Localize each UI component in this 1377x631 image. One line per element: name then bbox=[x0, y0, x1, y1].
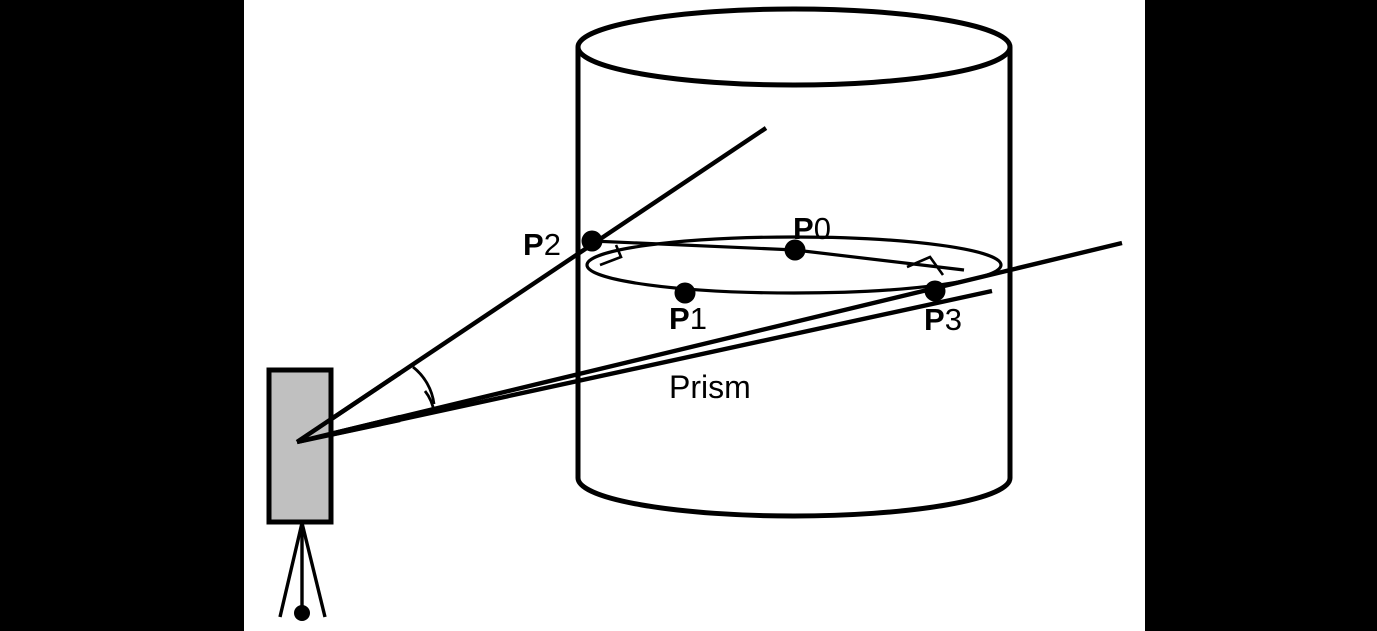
angle-arc-inner bbox=[423, 390, 436, 413]
tripod-leg-left bbox=[278, 522, 304, 618]
tripod-ground-point-dot bbox=[294, 605, 310, 621]
label-p1: P1 bbox=[669, 301, 707, 336]
cylinder-top-ellipse bbox=[575, 6, 1013, 88]
label-p0-letter: P bbox=[793, 211, 814, 246]
point-labels: P2 P0 P1 P3 bbox=[523, 211, 962, 337]
label-p2: P2 bbox=[523, 227, 561, 262]
sight-line-middle bbox=[296, 288, 993, 445]
tripod-leg-right bbox=[300, 522, 327, 618]
label-p0-index: 0 bbox=[814, 211, 831, 246]
cylinder-prism bbox=[575, 6, 1013, 519]
chord-p2-p0 bbox=[591, 239, 796, 252]
right-letterbox-band bbox=[1145, 0, 1377, 631]
label-p1-letter: P bbox=[669, 301, 690, 336]
prism-label: Prism bbox=[669, 369, 751, 405]
measured-points bbox=[581, 230, 946, 304]
label-p3-letter: P bbox=[924, 302, 945, 337]
angle-arcs bbox=[412, 365, 436, 413]
station-origin-ray-lower bbox=[296, 414, 401, 445]
point-p3-dot[interactable] bbox=[924, 280, 946, 302]
right-angle-marker-p3 bbox=[906, 255, 945, 276]
station-origin bbox=[295, 371, 402, 445]
label-p2-letter: P bbox=[523, 227, 544, 262]
station-origin-ray-upper bbox=[295, 371, 402, 444]
right-angle-markers bbox=[599, 244, 945, 276]
label-p3-index: 3 bbox=[945, 302, 962, 337]
label-p1-index: 1 bbox=[690, 301, 707, 336]
figure-background bbox=[244, 0, 1145, 631]
point-p2-dot[interactable] bbox=[581, 230, 603, 252]
total-station-body[interactable] bbox=[266, 367, 334, 525]
left-letterbox-band bbox=[0, 0, 244, 631]
point-p0-dot[interactable] bbox=[784, 239, 806, 261]
label-p3: P3 bbox=[924, 302, 962, 337]
cylinder-bottom-arc bbox=[575, 477, 1013, 519]
point-p1-dot[interactable] bbox=[674, 282, 696, 304]
angle-arc-outer bbox=[412, 365, 436, 405]
cross-section-far-arc bbox=[585, 235, 1003, 266]
label-p2-index: 2 bbox=[544, 227, 561, 262]
label-p0: P0 bbox=[793, 211, 831, 246]
tripod bbox=[278, 522, 327, 621]
sight-line-tangent-right bbox=[296, 240, 1123, 445]
right-angle-marker-p2 bbox=[599, 244, 623, 267]
